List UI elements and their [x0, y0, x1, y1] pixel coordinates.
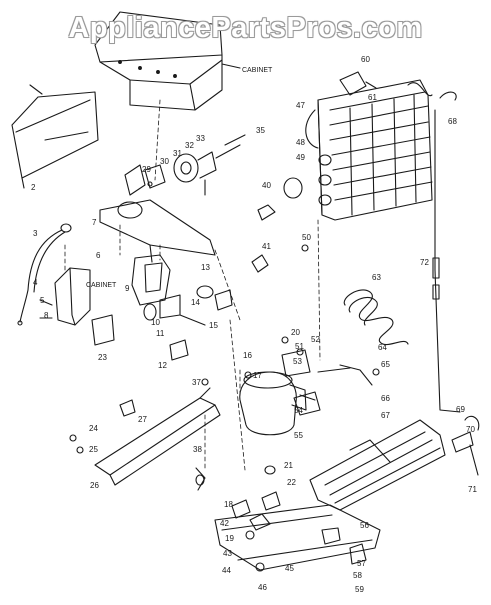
bracket-assembly — [39, 267, 115, 346]
drier-clip — [451, 415, 480, 476]
part-number-17: 17 — [253, 371, 262, 380]
part-number-31: 31 — [173, 149, 182, 158]
part-number-52: 52 — [311, 335, 320, 344]
part-number-18: 18 — [224, 500, 233, 509]
part-number-53: 53 — [293, 357, 302, 366]
part-number-54: 54 — [294, 406, 303, 415]
small-fasteners — [69, 244, 380, 454]
watermark: AppliancePartsPros.com — [68, 12, 423, 44]
part-number-41: 41 — [262, 242, 271, 251]
part-number-44: 44 — [222, 566, 231, 575]
part-number-11: 11 — [156, 329, 165, 338]
part-number-24: 24 — [89, 424, 98, 433]
label-cabinet-left: CABINET — [86, 282, 117, 289]
part-number-30: 30 — [160, 157, 169, 166]
part-number-25: 25 — [89, 445, 98, 454]
part-number-37: 37 — [192, 378, 201, 387]
part-number-4: 4 — [33, 278, 38, 287]
part-number-51: 51 — [295, 342, 304, 351]
mounting-clip — [251, 254, 269, 273]
part-number-55: 55 — [294, 431, 303, 440]
part-number-60: 60 — [361, 55, 370, 64]
base-rail-left — [94, 387, 221, 486]
label-cabinet-top: CABINET — [242, 67, 273, 74]
part-number-38: 38 — [193, 445, 202, 454]
part-number-57: 57 — [357, 559, 366, 568]
capacitor-clip — [257, 177, 303, 221]
part-number-16: 16 — [243, 351, 252, 360]
part-number-50: 50 — [302, 233, 311, 242]
part-number-23: 23 — [98, 353, 107, 362]
part-number-5: 5 — [40, 296, 45, 305]
fan-bracket — [99, 199, 216, 263]
part-number-58: 58 — [353, 571, 362, 580]
part-number-6: 6 — [96, 251, 101, 260]
part-number-70: 70 — [466, 425, 475, 434]
part-number-labels: 2345678910111213141516171819202122232425… — [31, 55, 477, 594]
part-number-67: 67 — [381, 411, 390, 420]
cabinet-shroud — [94, 11, 241, 111]
tube-clip — [439, 91, 457, 101]
part-number-19: 19 — [225, 534, 234, 543]
drain-pan — [309, 419, 446, 511]
part-number-56: 56 — [360, 521, 369, 530]
part-number-29: 29 — [142, 165, 151, 174]
switch-component — [339, 71, 377, 96]
part-number-20: 20 — [291, 328, 300, 337]
wire-harness — [17, 223, 72, 326]
part-number-63: 63 — [372, 273, 381, 282]
part-number-27: 27 — [138, 415, 147, 424]
part-number-32: 32 — [185, 141, 194, 150]
part-number-14: 14 — [191, 298, 200, 307]
part-number-59: 59 — [355, 585, 364, 594]
part-number-71: 71 — [468, 485, 477, 494]
part-number-35: 35 — [256, 126, 265, 135]
part-number-46: 46 — [258, 583, 267, 592]
part-number-49: 49 — [296, 153, 305, 162]
base-rail-front — [214, 504, 381, 571]
part-number-21: 21 — [284, 461, 293, 470]
fan-assembly — [124, 134, 246, 196]
part-number-8: 8 — [44, 311, 49, 320]
side-panel — [11, 84, 99, 189]
part-number-26: 26 — [90, 481, 99, 490]
part-number-9: 9 — [125, 284, 130, 293]
part-number-7: 7 — [92, 218, 97, 227]
part-number-61: 61 — [368, 93, 377, 102]
part-number-15: 15 — [209, 321, 218, 330]
part-number-3: 3 — [33, 229, 38, 238]
part-number-2: 2 — [31, 183, 36, 192]
part-number-33: 33 — [196, 134, 205, 143]
part-number-10: 10 — [151, 318, 160, 327]
drain-coil — [343, 289, 409, 346]
part-number-66: 66 — [381, 394, 390, 403]
part-number-22: 22 — [287, 478, 296, 487]
part-number-42: 42 — [220, 519, 229, 528]
part-number-69: 69 — [456, 405, 465, 414]
condenser-coil — [305, 79, 433, 221]
part-number-65: 65 — [381, 360, 390, 369]
part-number-72: 72 — [420, 258, 429, 267]
part-number-13: 13 — [201, 263, 210, 272]
part-number-68: 68 — [448, 117, 457, 126]
part-number-64: 64 — [378, 343, 387, 352]
part-number-48: 48 — [296, 138, 305, 147]
part-number-43: 43 — [223, 549, 232, 558]
leader-lines — [64, 99, 321, 471]
part-number-47: 47 — [296, 101, 305, 110]
part-number-45: 45 — [285, 564, 294, 573]
part-number-12: 12 — [158, 361, 167, 370]
capillary-tube — [432, 109, 461, 413]
part-number-40: 40 — [262, 181, 271, 190]
grommets-hardware — [195, 465, 281, 572]
